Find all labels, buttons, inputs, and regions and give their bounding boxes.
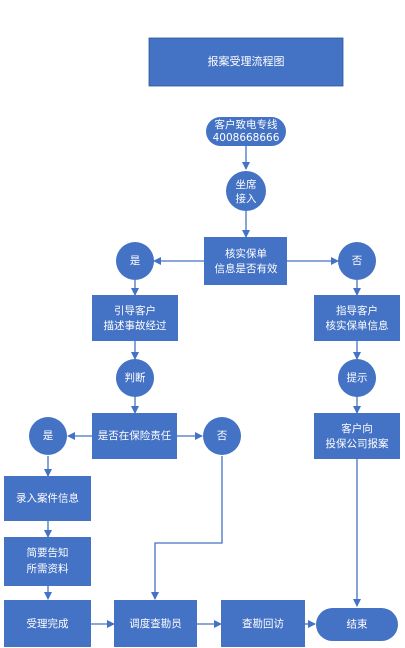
node-no-1-label: 否: [352, 255, 363, 267]
node-dispatch-label: 调度查勘员: [129, 617, 182, 630]
node-call-in-line1: 客户致电专线: [215, 118, 278, 131]
node-notify-line1: 简要告知: [27, 546, 69, 559]
node-prompt-label: 提示: [347, 372, 368, 384]
arrow-no-to-dispatch: [151, 456, 223, 600]
node-guide-describe: 引导客户 描述事故经过: [92, 295, 178, 341]
node-in-coverage: 是否在保险责任: [92, 413, 177, 459]
node-followup-label: 查勘回访: [242, 617, 284, 630]
node-verify-line1: 核实保单: [225, 247, 267, 260]
node-no-2: 否: [203, 417, 241, 455]
title-text: 报案受理流程图: [208, 54, 285, 68]
node-report-company: 客户向 投保公司报案: [314, 413, 400, 459]
node-agent: 坐席 接入: [226, 171, 266, 211]
node-no-1: 否: [338, 242, 376, 280]
node-dispatch: 调度查勘员: [114, 600, 197, 647]
node-report-line2: 投保公司报案: [326, 437, 389, 450]
node-end-label: 结束: [347, 618, 368, 631]
node-report-line1: 客户向: [341, 422, 373, 435]
node-yes-1-label: 是: [130, 255, 141, 267]
node-judge: 判断: [116, 359, 154, 397]
title-box: [148, 37, 344, 87]
node-yes-2: 是: [29, 417, 67, 455]
node-yes-1: 是: [116, 242, 154, 280]
node-verify-policy: 核实保单 信息是否有效: [204, 237, 287, 285]
node-guide-verify-line1: 指导客户: [336, 304, 378, 317]
node-guide-describe-line1: 引导客户: [114, 304, 156, 317]
node-guide-verify: 指导客户 核实保单信息: [314, 295, 400, 341]
node-notify-line2: 所需资料: [27, 562, 69, 575]
node-record-case: 录入案件信息: [4, 476, 91, 521]
node-guide-verify-line2: 核实保单信息: [326, 319, 389, 332]
node-yes-2-label: 是: [43, 430, 54, 442]
node-accept-label: 受理完成: [27, 617, 69, 630]
connectors: [44, 146, 361, 628]
node-agent-line2: 接入: [236, 192, 257, 205]
node-followup: 查勘回访: [221, 600, 305, 647]
node-no-2-label: 否: [217, 430, 228, 442]
node-verify-line2: 信息是否有效: [215, 262, 278, 275]
node-agent-line1: 坐席: [236, 178, 257, 191]
node-in-coverage-label: 是否在保险责任: [98, 429, 172, 442]
node-notify-docs: 简要告知 所需资料: [4, 537, 91, 586]
node-prompt: 提示: [338, 359, 376, 397]
node-record-label: 录入案件信息: [16, 492, 79, 505]
node-guide-describe-line2: 描述事故经过: [104, 319, 167, 332]
node-accept-done: 受理完成: [4, 600, 91, 647]
node-judge-label: 判断: [125, 371, 146, 384]
node-call-in-line2: 4008668666: [213, 132, 280, 144]
node-call-in: 客户致电专线 4008668666: [206, 117, 286, 146]
node-end: 结束: [316, 608, 398, 641]
